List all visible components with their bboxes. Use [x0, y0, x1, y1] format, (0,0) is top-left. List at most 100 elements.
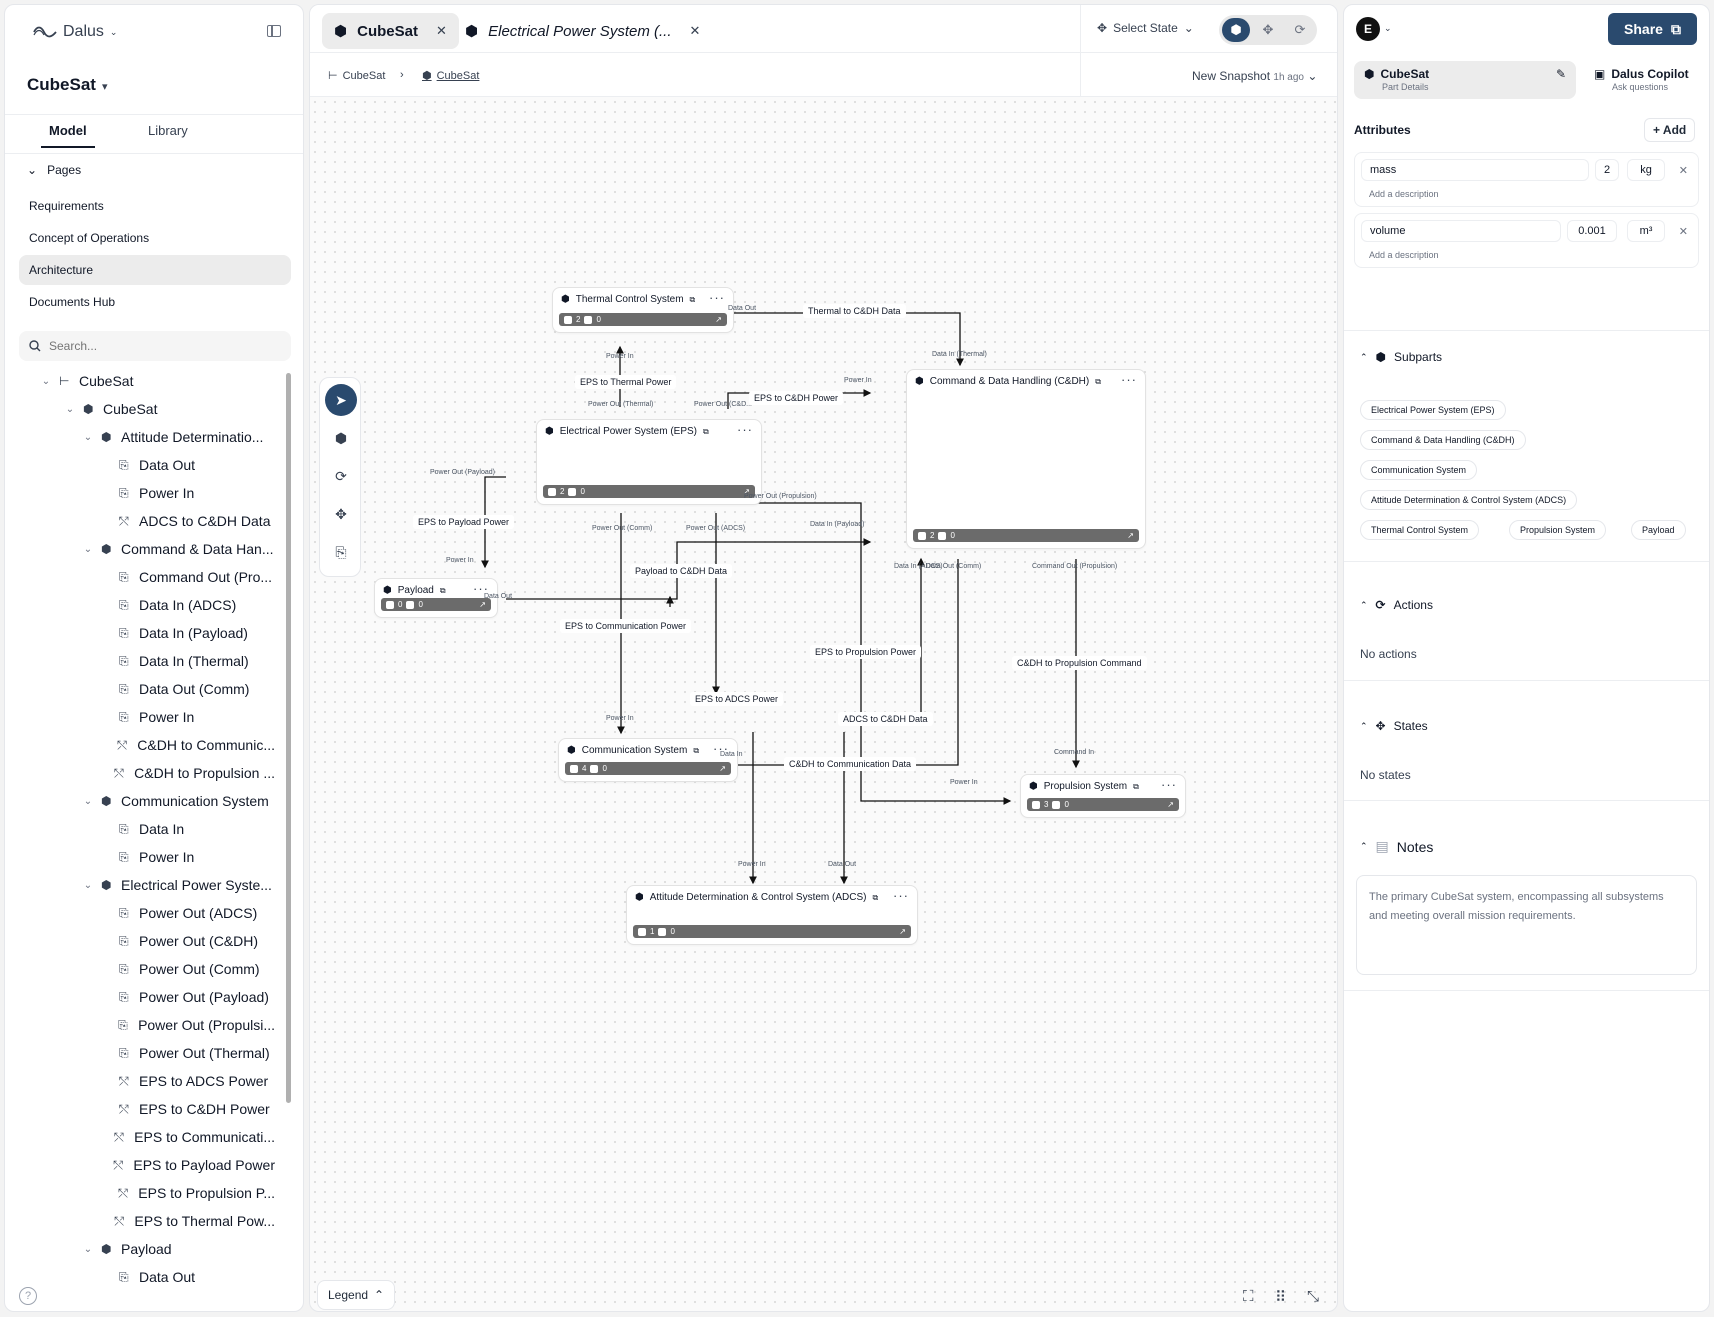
port-label[interactable]: Power Out (ADCS) — [686, 525, 746, 532]
page-architecture[interactable]: Architecture — [19, 255, 291, 285]
port-label[interactable]: Power In — [738, 861, 766, 868]
parts-view-icon[interactable]: ⬢ — [1222, 18, 1250, 42]
tree-item[interactable]: ⌄⬢Command & Data Han... — [83, 537, 275, 561]
connection-label[interactable]: EPS to ADCS Power — [690, 692, 784, 706]
notes-section-toggle[interactable]: ⌃▤Notes — [1360, 838, 1433, 855]
add-attribute-button[interactable]: + Add — [1644, 118, 1696, 142]
attribute-unit-input[interactable]: m³ — [1627, 220, 1665, 242]
search-input[interactable] — [49, 339, 269, 353]
connection-label[interactable]: EPS to Communication Power — [560, 619, 692, 633]
open-icon[interactable]: ⧉ — [689, 294, 696, 304]
share-button[interactable]: Share⧉ — [1608, 13, 1697, 45]
subpart-chip[interactable]: Propulsion System — [1509, 520, 1607, 540]
subpart-chip[interactable]: Command & Data Handling (C&DH) — [1360, 430, 1526, 450]
tree-item[interactable]: ⎘Power In — [101, 845, 275, 869]
add-port-icon[interactable]: ⎘ — [335, 543, 347, 560]
tree-item[interactable]: ⌄⬢Communication System — [83, 789, 275, 813]
connection-label[interactable]: C&DH to Communication Data — [784, 757, 917, 771]
breadcrumb-root[interactable]: ⊢CubeSat — [328, 69, 385, 83]
subparts-section-toggle[interactable]: ⌃⬢Subparts — [1360, 350, 1442, 364]
actions-section-toggle[interactable]: ⌃⟳Actions — [1360, 598, 1433, 612]
port-label[interactable]: Power Out (Comm) — [592, 525, 653, 532]
states-view-icon[interactable]: ✥ — [1262, 22, 1274, 37]
tree-item[interactable]: ⤲EPS to Payload Power — [101, 1153, 275, 1177]
tree-item[interactable]: ⤲C&DH to Propulsion ... — [101, 761, 275, 785]
sidebar-toggle-icon[interactable] — [267, 25, 281, 37]
tree-item[interactable]: ⤲EPS to C&DH Power — [101, 1097, 275, 1121]
tree-item[interactable]: ⎘Data In — [101, 817, 275, 841]
tree-item[interactable]: ⎘Data In (ADCS) — [101, 593, 275, 617]
tree-item[interactable]: ⤲EPS to Communicati... — [101, 1125, 275, 1149]
subpart-chip[interactable]: Payload — [1631, 520, 1686, 540]
tree-item[interactable]: ⎘Data In (Thermal) — [101, 649, 275, 673]
help-icon[interactable]: ? — [19, 1287, 37, 1305]
chevron-down-icon[interactable]: ⌄ — [1384, 23, 1392, 33]
auto-layout-icon[interactable]: ⤡ — [1307, 1288, 1320, 1305]
open-icon[interactable]: ⧉ — [439, 585, 446, 595]
tree-item[interactable]: ⎘Power Out (Payload) — [101, 985, 275, 1009]
attribute-description[interactable]: Add a description — [1369, 189, 1439, 199]
tree-scrollbar[interactable] — [286, 373, 291, 1103]
port-label[interactable]: Power In — [606, 353, 634, 360]
port-label[interactable]: Power In — [950, 779, 978, 786]
tab-part-details[interactable]: ⬢CubeSat✎ Part Details — [1354, 61, 1576, 99]
port-label[interactable]: Power Out (Payload) — [430, 469, 495, 476]
select-pointer-icon[interactable]: ➤ — [325, 384, 357, 416]
more-icon[interactable]: ··· — [473, 581, 489, 596]
project-selector[interactable]: CubeSat▾ — [27, 75, 108, 95]
add-part-icon[interactable]: ⬢ — [334, 429, 348, 446]
tree-item[interactable]: ⤲EPS to Thermal Pow... — [101, 1209, 275, 1233]
attribute-name-input[interactable]: volume — [1361, 220, 1561, 242]
close-icon[interactable]: ✕ — [435, 23, 447, 38]
port-label[interactable]: Data In — [720, 751, 743, 758]
tree-item[interactable]: ⎘Data Out — [101, 1265, 275, 1289]
tree-item[interactable]: ⤲EPS to Propulsion P... — [101, 1181, 275, 1205]
tree-item[interactable]: ⎘Power In — [101, 705, 275, 729]
edit-icon[interactable]: ✎ — [1555, 67, 1566, 81]
tree-item[interactable]: ⤲ADCS to C&DH Data — [101, 509, 275, 533]
grid-toggle-icon[interactable]: ⠿ — [1275, 1289, 1286, 1306]
connection-label[interactable]: C&DH to Propulsion Command — [1012, 656, 1147, 670]
notes-textarea[interactable]: The primary CubeSat system, encompassing… — [1356, 875, 1697, 975]
port-label[interactable]: Power Out (Thermal) — [588, 401, 654, 408]
snapshot-selector[interactable]: New Snapshot 1h ago ⌄ — [1192, 69, 1317, 83]
open-icon[interactable]: ⧉ — [1095, 376, 1101, 386]
page-documents-hub[interactable]: Documents Hub — [29, 295, 116, 309]
tree-item[interactable]: ⎘Command Out (Pro... — [101, 565, 275, 589]
open-icon[interactable]: ⧉ — [703, 426, 709, 436]
port-label[interactable]: Data Out (Comm) — [926, 563, 982, 570]
tree-item[interactable]: ⎘Data In (Payload) — [101, 621, 275, 645]
connection-line[interactable] — [722, 559, 959, 769]
add-state-icon[interactable]: ✥ — [335, 505, 347, 522]
chevron-down-icon[interactable]: ⌄ — [83, 795, 93, 807]
chevron-down-icon[interactable]: ⌄ — [83, 879, 93, 891]
tab-dalus-copilot[interactable]: ▣Dalus Copilot Ask questions — [1584, 61, 1701, 99]
connection-label[interactable]: EPS to Thermal Power — [575, 375, 677, 389]
more-icon[interactable]: ··· — [737, 422, 753, 437]
open-icon[interactable]: ⧉ — [1133, 781, 1139, 791]
close-icon[interactable]: ✕ — [689, 23, 701, 38]
tree-item[interactable]: ⎘Data Out (Comm) — [101, 677, 275, 701]
open-icon[interactable]: ⧉ — [693, 745, 700, 755]
breadcrumb-current[interactable]: ⬢CubeSat — [422, 69, 479, 83]
port-label[interactable]: Command Out (Propulsion) — [1032, 563, 1118, 570]
tree-item[interactable]: ⎘Power In — [101, 481, 275, 505]
connection-line[interactable] — [481, 476, 506, 569]
tree-item[interactable]: ⌄⬢CubeSat — [65, 397, 275, 421]
more-icon[interactable]: ··· — [1121, 372, 1137, 387]
tree-item[interactable]: ⌄⬢Payload — [83, 1237, 275, 1261]
editor-tab-cubesat[interactable]: ⬢ CubeSat ✕ — [322, 13, 459, 49]
remove-attribute-icon[interactable]: ✕ — [1678, 165, 1688, 177]
add-action-icon[interactable]: ⟳ — [335, 467, 347, 484]
more-icon[interactable]: ··· — [1161, 777, 1177, 792]
port-label[interactable]: Power Out (Propulsion) — [744, 493, 817, 500]
tree-item[interactable]: ⎘Power Out (Propulsi... — [101, 1013, 275, 1037]
subpart-chip[interactable]: Attitude Determination & Control System … — [1360, 490, 1578, 510]
